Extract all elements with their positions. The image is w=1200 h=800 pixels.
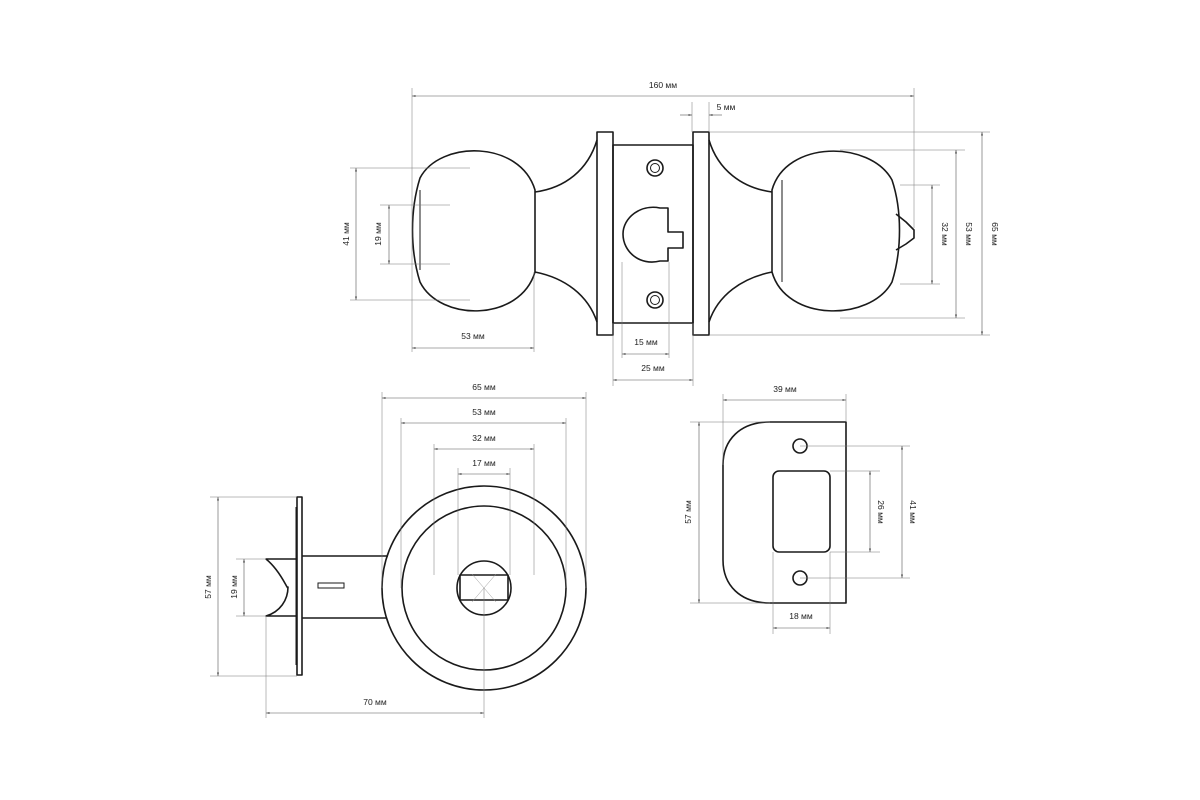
latch-faceplate xyxy=(296,496,303,676)
dim-cylinder-inner: 15 мм xyxy=(634,337,658,347)
cam-slot xyxy=(622,206,684,263)
dim-inner-ring: 32 мм xyxy=(472,433,496,443)
dim-knob-diameter: 53 мм xyxy=(472,407,496,417)
front-elevation-view: 65 мм 53 мм 32 мм 17 мм 57 мм 19 мм 70 м… xyxy=(203,382,587,718)
right-knob-neck xyxy=(708,139,773,323)
dim-backset: 70 мм xyxy=(363,697,387,707)
cylinder-slot xyxy=(459,574,509,601)
top-screw-hole xyxy=(646,159,664,177)
dim-button-size: 32 мм xyxy=(940,222,950,246)
left-rose xyxy=(596,131,614,336)
dim-rose-thickness: 5 мм xyxy=(717,102,736,112)
dim-latch-height: 19 мм xyxy=(229,575,239,599)
dim-rose-height: 65 мм xyxy=(990,222,1000,246)
strike-plate-outline xyxy=(722,421,847,604)
latch-body xyxy=(302,555,388,619)
latch-bolt xyxy=(265,558,297,617)
dim-overall-length: 160 мм xyxy=(649,80,677,90)
right-rose xyxy=(692,131,710,336)
side-elevation-view: 160 мм 5 мм 41 мм 19 мм 53 мм 15 мм 25 м… xyxy=(341,80,1000,386)
push-button xyxy=(895,213,915,251)
left-knob-neck xyxy=(534,139,598,323)
strike-opening xyxy=(772,470,831,553)
dim-strike-width: 39 мм xyxy=(773,384,797,394)
dim-opening-width: 18 мм xyxy=(789,611,813,621)
dim-knob-outer: 41 мм xyxy=(341,222,351,246)
dim-knob-neck: 19 мм xyxy=(373,222,383,246)
dim-knob-height: 53 мм xyxy=(964,222,974,246)
dim-cylinder-outer: 25 мм xyxy=(641,363,665,373)
right-knob xyxy=(771,150,901,312)
bottom-screw-hole xyxy=(646,291,664,309)
dim-knob-length: 53 мм xyxy=(461,331,485,341)
strike-plate-view: 39 мм 57 мм 26 мм 41 мм 18 мм xyxy=(683,384,918,634)
dim-hole-spacing: 41 мм xyxy=(908,500,918,524)
dim-rose-diameter: 65 мм xyxy=(472,382,496,392)
dim-opening-height: 26 мм xyxy=(876,500,886,524)
latch-slot xyxy=(317,582,345,589)
dim-plate-height: 57 мм xyxy=(203,575,213,599)
dim-strike-height: 57 мм xyxy=(683,500,693,524)
left-knob xyxy=(411,150,536,312)
dim-slot-width: 17 мм xyxy=(472,458,496,468)
